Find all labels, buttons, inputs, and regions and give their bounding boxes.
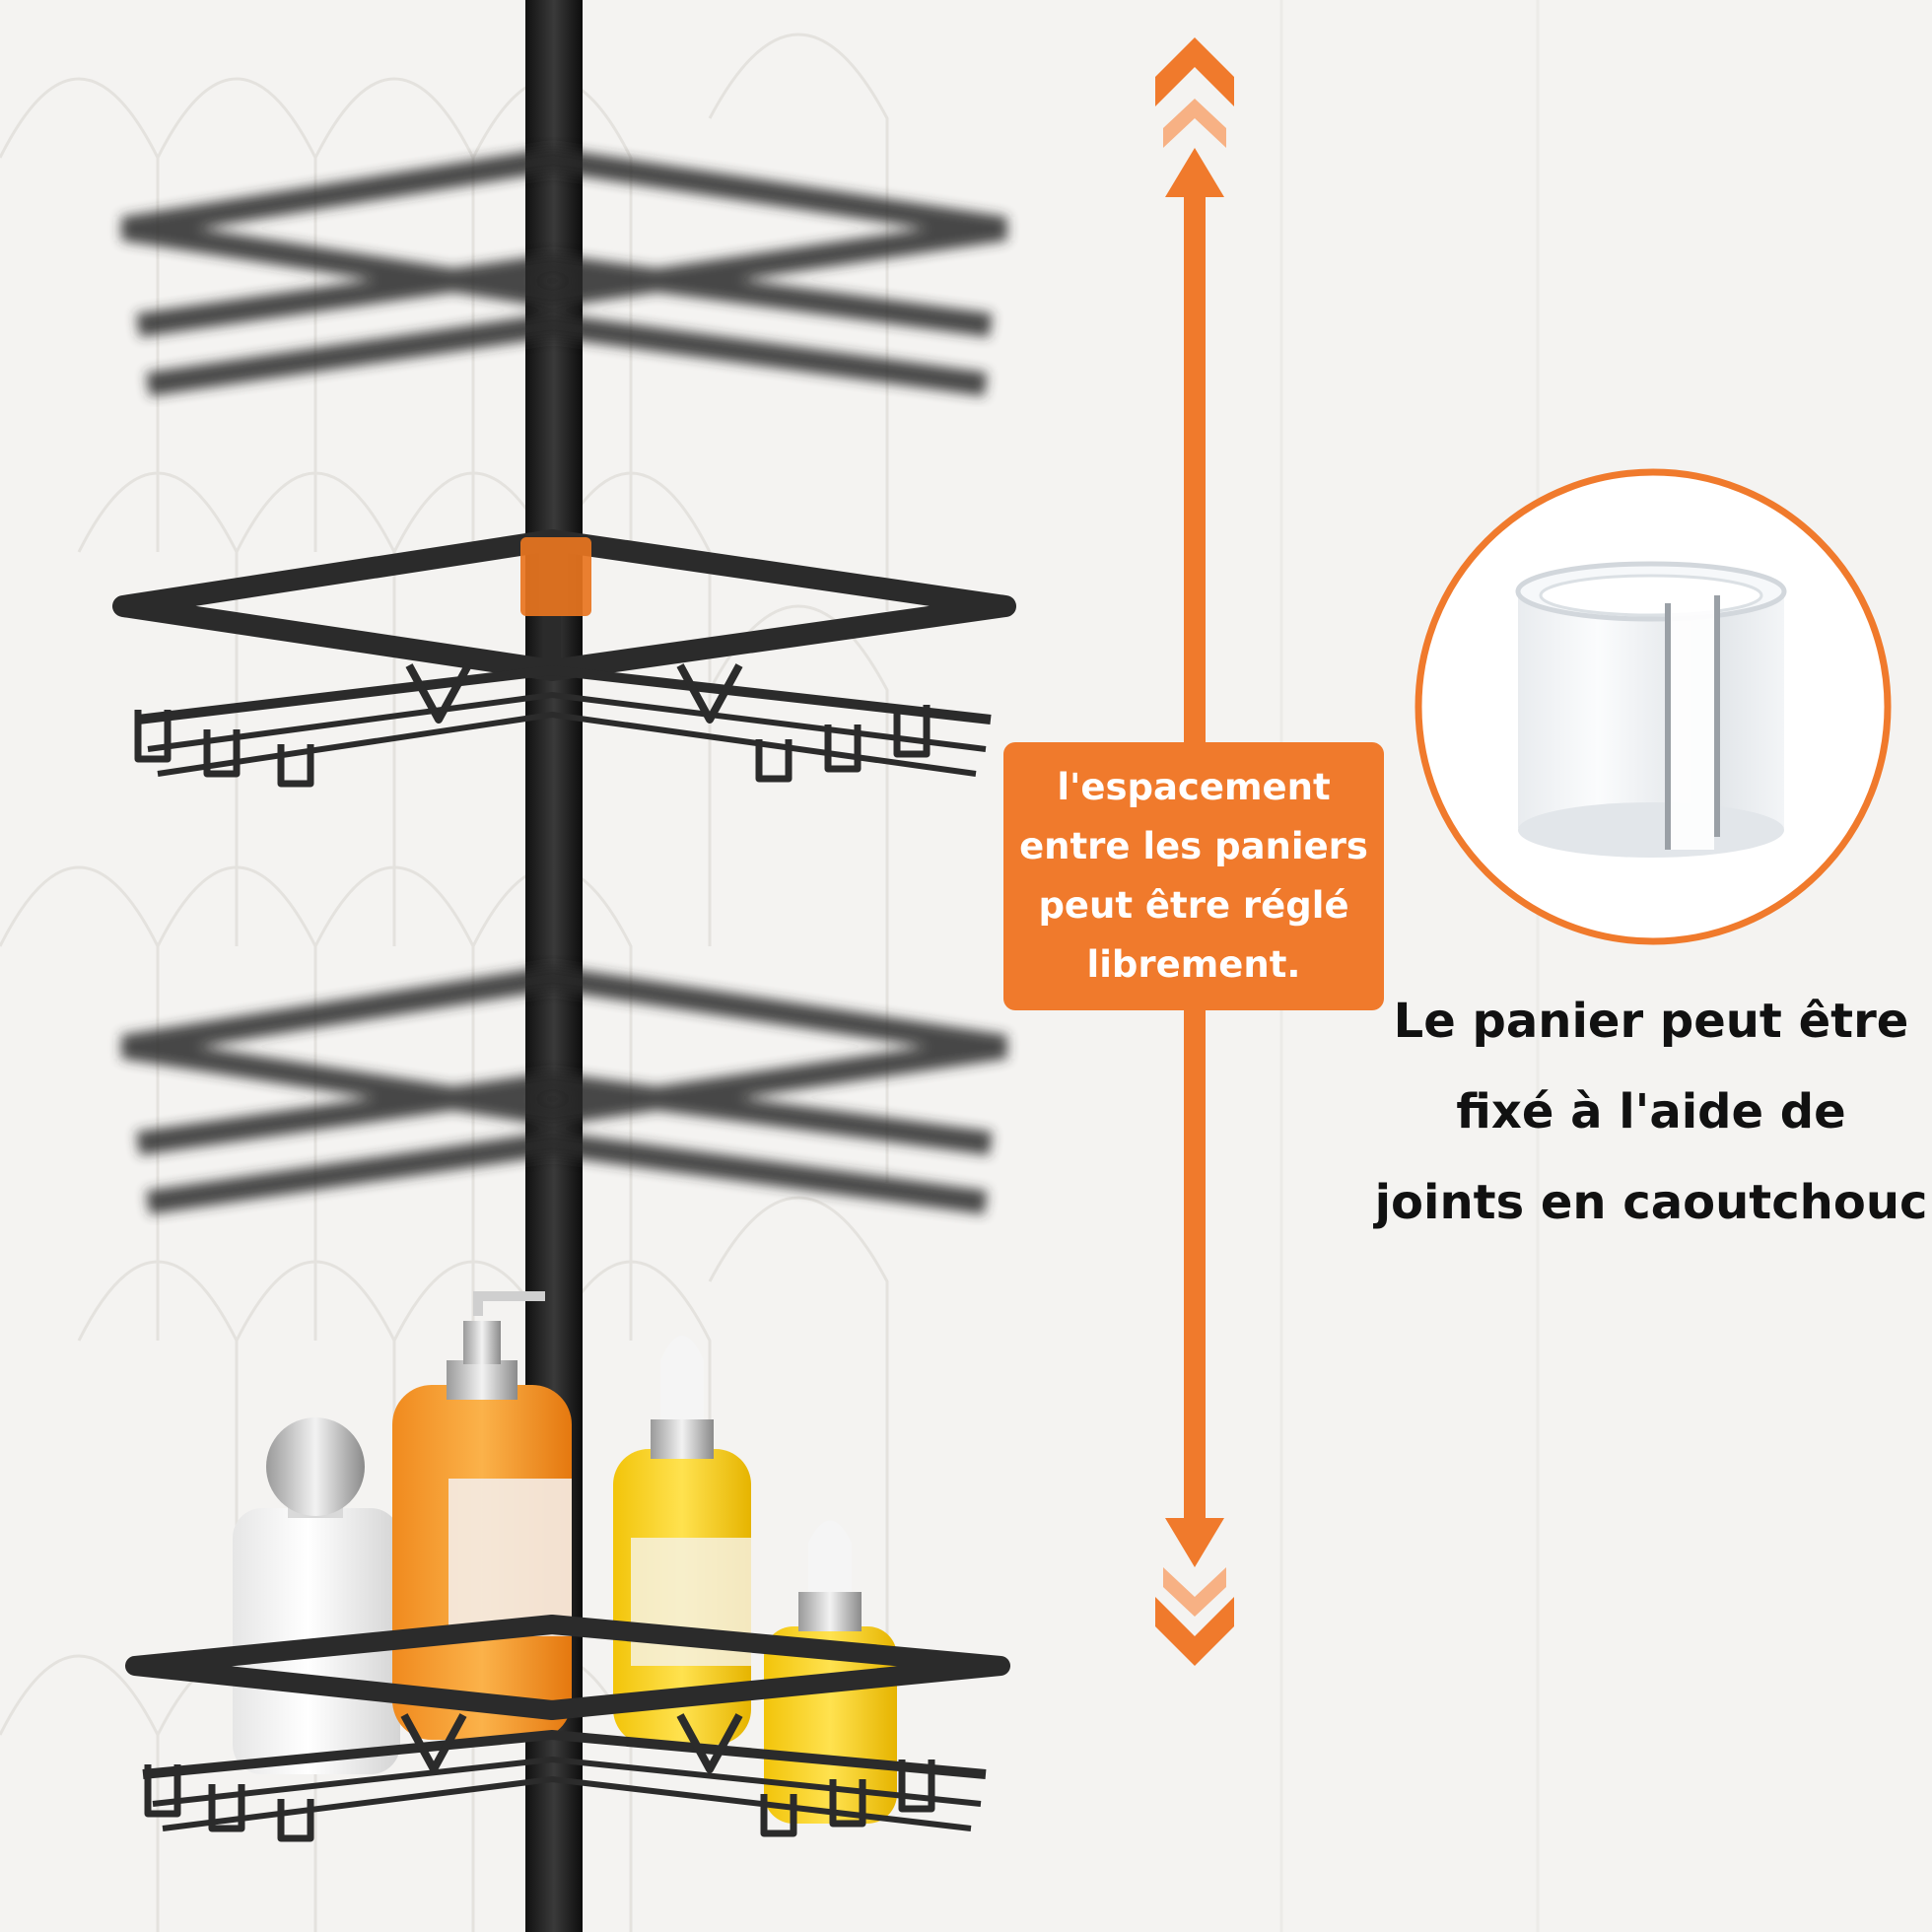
callout-line: entre les paniers [1019, 825, 1368, 867]
shelf-third-blurred [121, 965, 1007, 1214]
caption-line: fixé à l'aide de [1456, 1084, 1846, 1139]
shelf-top-blurred [121, 147, 1007, 396]
spacing-callout: l'espacement entre les paniers peut être… [1003, 742, 1384, 1010]
callout-line: l'espacement [1057, 766, 1331, 808]
shelf-second [112, 529, 1016, 788]
bracket-marker [520, 537, 591, 616]
callout-line: librement. [1086, 943, 1301, 986]
gasket-caption: Le panier peut être fixé à l'aide de joi… [1374, 976, 1928, 1248]
caption-line: joints en caoutchouc [1374, 1175, 1928, 1230]
bottles [233, 1291, 897, 1824]
shelf-bottom [125, 1615, 1010, 1842]
rubber-gasket-ring-icon [1414, 468, 1892, 945]
callout-line: peut être réglé [1038, 884, 1349, 927]
caption-line: Le panier peut être [1393, 994, 1909, 1049]
